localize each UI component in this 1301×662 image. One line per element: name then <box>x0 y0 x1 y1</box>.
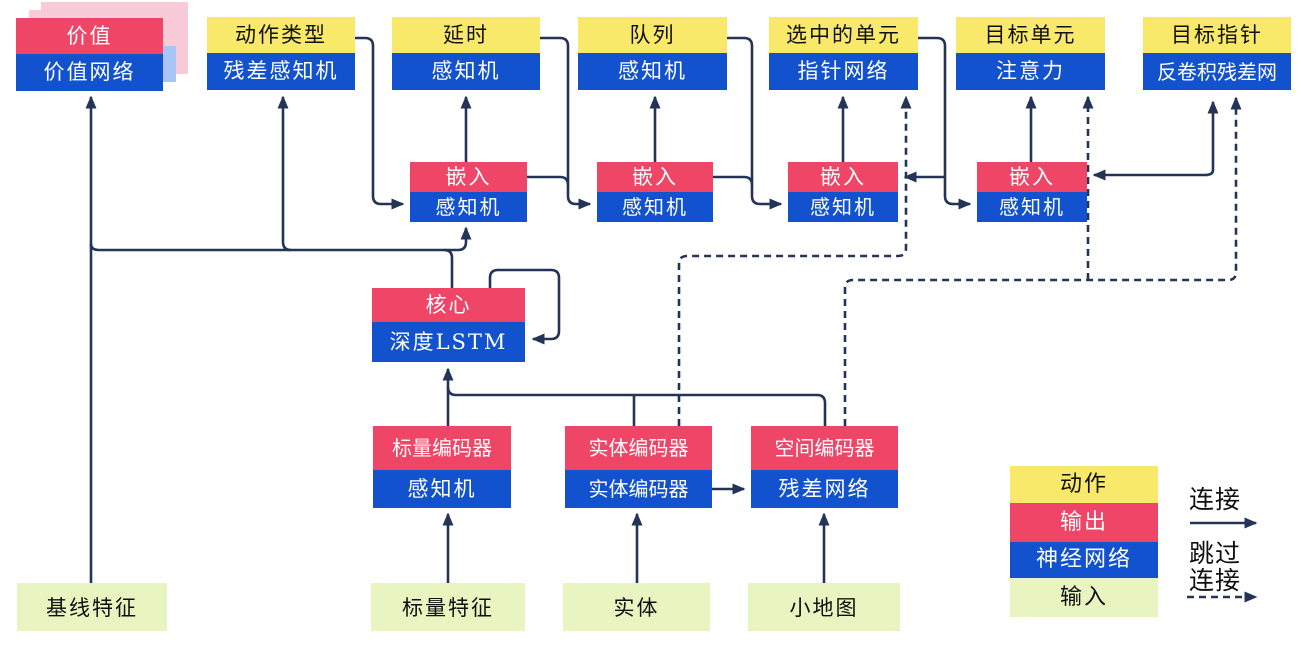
node-entity-encoder: 实体编码器 实体编码器 <box>565 426 712 508</box>
node-target-unit-network: 注意力 <box>956 53 1105 90</box>
node-scalar-encoder: 标量编码器 感知机 <box>373 426 511 508</box>
node-target-unit-action: 目标单元 <box>956 17 1105 53</box>
node-spatial-encoder-output: 空间编码器 <box>751 426 898 470</box>
node-target-point-action: 目标指针 <box>1143 17 1291 53</box>
legend-color-key: 动作 输出 神经网络 输入 <box>1010 466 1158 617</box>
node-scalar-encoder-network: 感知机 <box>373 470 511 508</box>
edge-embed2-out <box>713 175 754 186</box>
node-embed1-network: 感知机 <box>410 192 527 222</box>
node-embed2-network: 感知机 <box>597 192 713 222</box>
legend-action: 动作 <box>1010 466 1158 503</box>
legend-connection-label: 连接 <box>1189 485 1242 514</box>
node-delay-action: 延时 <box>392 17 540 53</box>
legend-output: 输出 <box>1010 503 1158 542</box>
node-selected-units-action: 选中的单元 <box>769 17 918 53</box>
edge-queue-to-embed3 <box>727 36 783 210</box>
node-delay-network: 感知机 <box>392 53 540 90</box>
legend-input: 输入 <box>1010 578 1158 617</box>
node-queue-network: 感知机 <box>578 53 727 90</box>
edge-spatialenc-merge <box>446 386 827 426</box>
node-embed4: 嵌入 感知机 <box>977 162 1087 222</box>
node-core: 核心 深度LSTM <box>372 288 525 362</box>
edge-actiontype-to-embed1 <box>355 36 405 210</box>
node-spatial-encoder-network: 残差网络 <box>751 470 898 508</box>
node-action-type-action: 动作类型 <box>207 17 355 53</box>
edge-embed1-out <box>527 175 570 186</box>
input-entities: 实体 <box>563 583 710 631</box>
node-spatial-encoder: 空间编码器 残差网络 <box>751 426 898 508</box>
skip-entityenc-to-selectedunits <box>677 95 912 426</box>
node-embed3-network: 感知机 <box>788 192 898 222</box>
edge-targetpoint-to-embed4 <box>1092 169 1215 181</box>
node-value: 价值 价值网络 <box>16 18 163 91</box>
legend-skip-label-line2: 连接 <box>1189 566 1242 595</box>
node-embed3-output: 嵌入 <box>788 162 898 192</box>
node-action-type-network: 残差感知机 <box>207 53 355 90</box>
edge-delay-to-embed2 <box>540 36 592 210</box>
edge-core-to-embed1 <box>444 226 472 252</box>
node-embed4-network: 感知机 <box>977 192 1087 222</box>
edge-core-self-loop <box>488 268 561 345</box>
edge-core-to-actiontype <box>277 95 292 252</box>
node-value-network: 价值网络 <box>16 54 163 91</box>
node-target-point: 目标指针 反卷积残差网 <box>1143 17 1291 90</box>
input-scalar-features: 标量特征 <box>371 583 525 631</box>
node-embed2: 嵌入 感知机 <box>597 162 713 222</box>
node-embed1-output: 嵌入 <box>410 162 527 192</box>
edge-core-output-trunk <box>89 243 454 288</box>
node-core-output: 核心 <box>372 288 525 322</box>
node-queue-action: 队列 <box>578 17 727 53</box>
node-target-point-network: 反卷积残差网 <box>1143 53 1291 90</box>
node-embed2-output: 嵌入 <box>597 162 713 192</box>
node-selected-units: 选中的单元 指针网络 <box>769 17 918 90</box>
node-core-network: 深度LSTM <box>372 322 525 362</box>
node-target-unit: 目标单元 注意力 <box>956 17 1105 90</box>
node-scalar-encoder-output: 标量编码器 <box>373 426 511 470</box>
legend-skip-label-line1: 跳过 <box>1189 539 1242 568</box>
node-delay: 延时 感知机 <box>392 17 540 90</box>
node-embed1: 嵌入 感知机 <box>410 162 527 222</box>
node-selected-units-network: 指针网络 <box>769 53 918 90</box>
node-queue: 队列 感知机 <box>578 17 727 90</box>
node-entity-encoder-network: 实体编码器 <box>565 470 712 508</box>
skip-spatialenc-to-targetpoint <box>843 96 1242 426</box>
node-value-output: 价值 <box>16 18 163 54</box>
node-embed3: 嵌入 感知机 <box>788 162 898 222</box>
input-minimap: 小地图 <box>748 583 900 631</box>
node-entity-encoder-output: 实体编码器 <box>565 426 712 470</box>
input-baseline-features: 基线特征 <box>17 583 167 631</box>
edge-selectedunits-to-embed4 <box>918 36 972 210</box>
node-embed4-output: 嵌入 <box>977 162 1087 192</box>
node-action-type: 动作类型 残差感知机 <box>207 17 355 90</box>
legend-network: 神经网络 <box>1010 542 1158 578</box>
